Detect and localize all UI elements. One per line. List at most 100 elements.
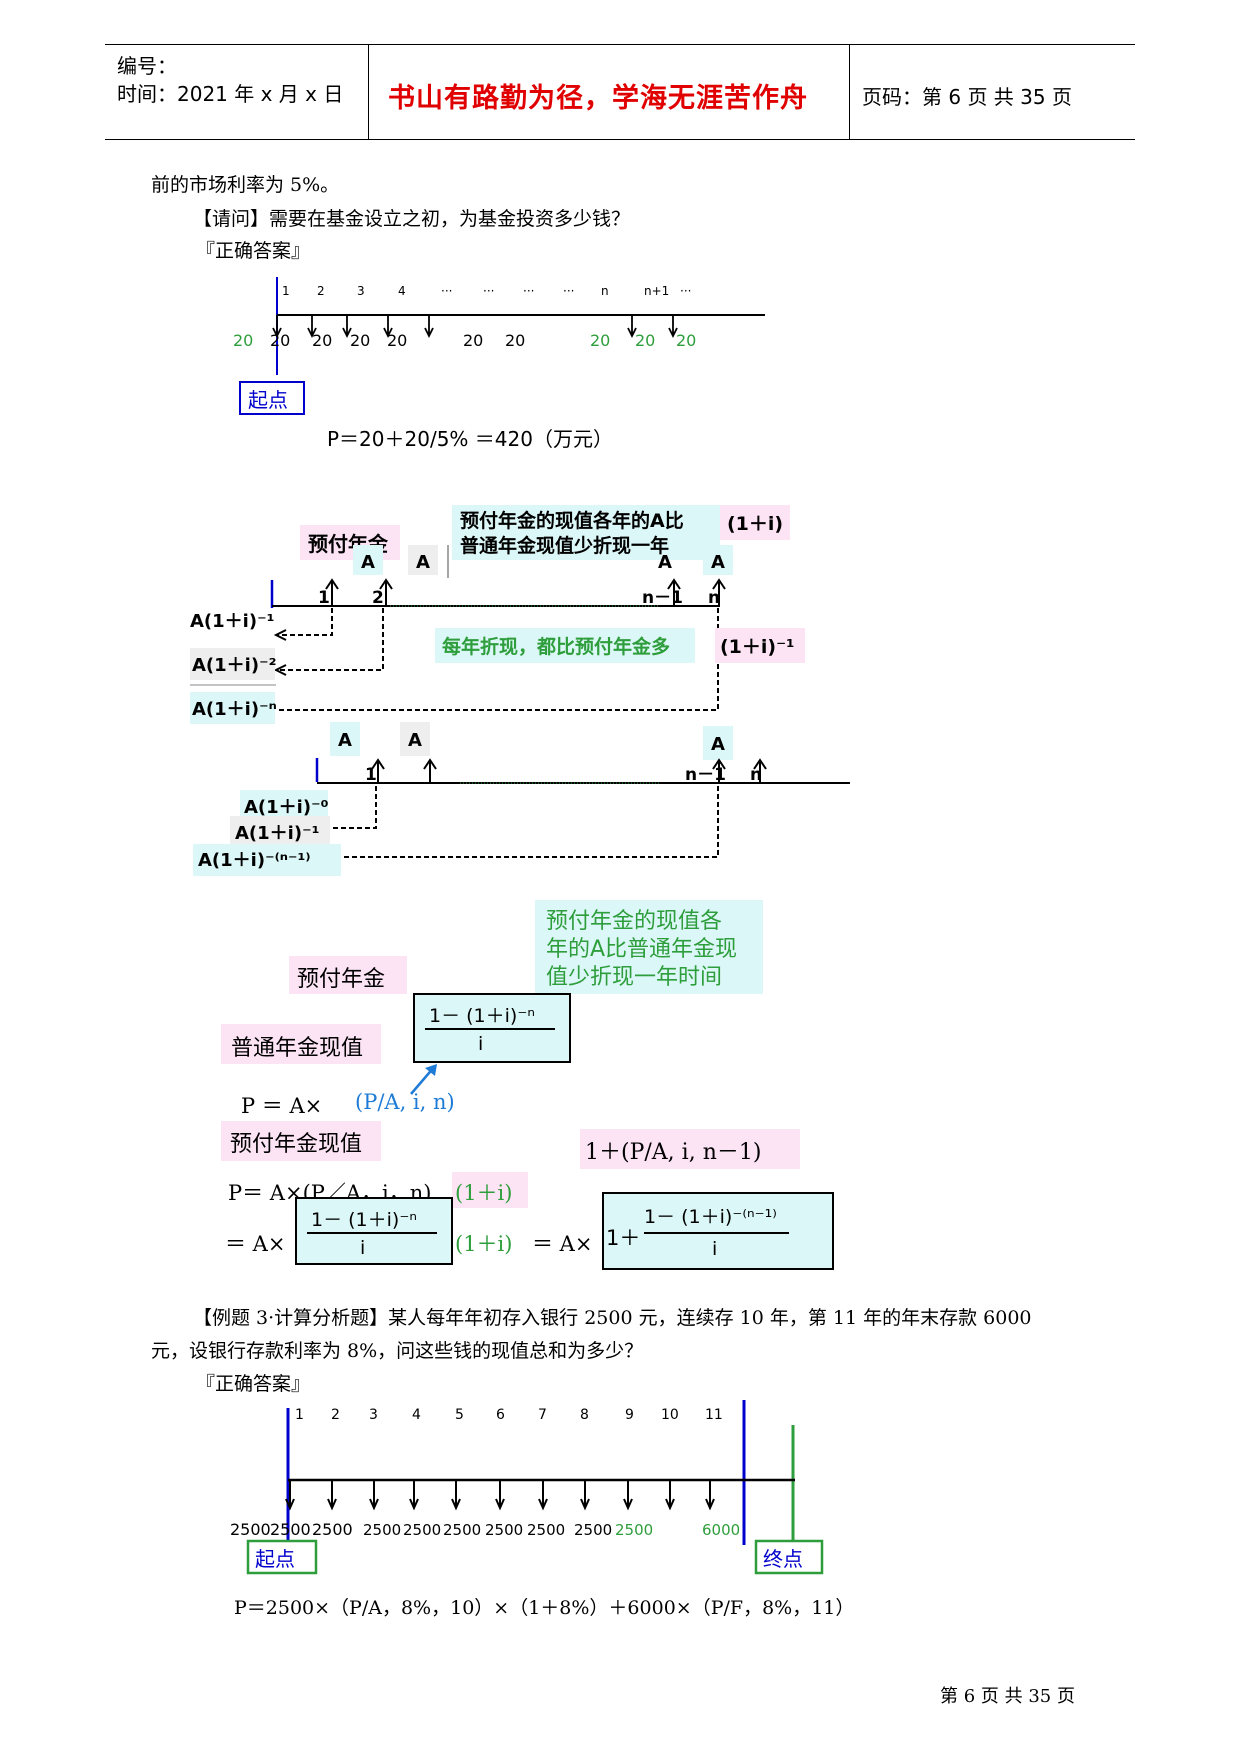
d1-amount-label: 20 (505, 331, 525, 350)
d4-amount-label: 2500 (527, 1521, 565, 1539)
d3-frac2-den: i (360, 1237, 366, 1259)
d4-down-arrow (285, 1480, 295, 1511)
d2-tick-2: 2 (372, 588, 384, 608)
d2-bottom-box-3 (193, 844, 341, 876)
d4-period-label: 5 (455, 1407, 464, 1423)
d2-btick-3: n (750, 765, 762, 785)
d2-arrow-head-1 (273, 629, 287, 641)
d1-down-arrow (307, 315, 317, 339)
d1-amount-label: 20 (676, 331, 696, 350)
d4-period-label: 4 (412, 1407, 421, 1423)
d2-up-arrow-4 (712, 578, 726, 606)
d3-formula-line2-factor: (1＋i) (455, 1232, 513, 1256)
d1-period-label: ··· (680, 284, 691, 298)
d3-note-box (535, 900, 763, 994)
d1-down-arrow (272, 315, 282, 339)
d2-arrow-head-2 (273, 664, 287, 676)
d1-down-arrow (627, 315, 637, 339)
d2-tick-3: n－1 (642, 588, 683, 608)
d4-amount-label: 2500 (615, 1521, 653, 1539)
d2-up-arrow-3 (667, 578, 681, 606)
d3-factor-box-1 (452, 1172, 528, 1208)
d4-down-arrow (495, 1480, 505, 1511)
d2-left-box-2 (190, 648, 275, 680)
d1-period-label: n+1 (644, 284, 669, 298)
d2-dash-b2 (340, 786, 719, 858)
d1-down-arrow (668, 315, 678, 339)
header-page: 页码：第 6 页 共 35 页 (862, 85, 1072, 109)
d4-end-box (754, 1539, 824, 1575)
d4-down-arrow (327, 1480, 337, 1511)
d2-up-arrow-b3 (712, 758, 726, 783)
d2-a-3: A (658, 552, 672, 573)
header-divider-2 (849, 44, 850, 140)
d3-frac2-line (307, 1232, 437, 1234)
d2-a-2: A (416, 552, 430, 573)
d3-formula-line2-eq: ＝ A× (532, 1232, 593, 1256)
d1-period-label: ··· (483, 284, 494, 298)
d3-fraction-box: 1－ (1＋i)⁻ⁿ i (413, 993, 571, 1063)
footer-page: 第 6 页 共 35 页 (940, 1686, 1075, 1707)
d2-up-arrow-1 (325, 578, 339, 606)
d3-ordinary-box (221, 1024, 381, 1064)
header: 编号： 时间：2021 年 x 月 x 日 书山有路勤为径，学海无涯苦作舟 页码… (105, 44, 1135, 140)
d1-down-arrow (383, 315, 393, 339)
d1-period-label: ··· (441, 284, 452, 298)
d1-period-label: 1 (282, 284, 290, 298)
d1-amount-label: 20 (590, 331, 610, 350)
d2-bottom-label-1: A(1＋i)⁻⁰ (244, 797, 329, 818)
d2-left-label-1: A(1＋i)⁻¹ (190, 611, 274, 632)
d1-down-arrow (424, 315, 434, 339)
d3-frac3-line (644, 1232, 789, 1234)
d1-period-label: 3 (357, 284, 365, 298)
d2-bottom-label-2: A(1＋i)⁻¹ (235, 823, 319, 844)
d4-amount-label: 2500 (270, 1520, 311, 1539)
d2-left-label-2: A(1＋i)⁻² (192, 655, 276, 676)
d1-period-label: 4 (398, 284, 406, 298)
d1-period-label: ··· (523, 284, 534, 298)
d2-prepaid-box (300, 525, 400, 560)
d4-down-arrow (409, 1480, 419, 1511)
d4-amount-label: 2500 (485, 1521, 523, 1539)
d2-up-arrow-b1 (371, 758, 385, 783)
d2-left-box-3 (190, 692, 275, 724)
d4-amount-label: 2500 (403, 1521, 441, 1539)
d3-pointer-arrow (410, 1064, 437, 1095)
d3-prepaid-box (289, 956, 407, 994)
d3-frac-den: i (478, 1033, 484, 1055)
d1-start-box (239, 381, 305, 415)
d4-down-arrow (538, 1480, 548, 1511)
d2-mid-factor: (1＋i)⁻¹ (720, 636, 794, 658)
d2-a-box-4 (703, 545, 733, 575)
d1-period-label: n (601, 284, 609, 298)
d2-bottom-box-2 (230, 816, 330, 848)
d3-formula-line2-one: 1＋ (606, 1226, 641, 1250)
d1-amount-label: 20 (350, 331, 370, 350)
d4-amount-label: 2500 (363, 1521, 401, 1539)
d2-dash-2 (278, 608, 384, 671)
d1-amount-label: 20 (233, 331, 253, 350)
header-top-rule (105, 44, 1135, 45)
d4-period-label: 8 (580, 1407, 589, 1423)
d1-amount-label: 20 (635, 331, 655, 350)
d3-formula-line2-start: ＝ A× (225, 1232, 286, 1256)
d1-amount-label: 20 (270, 331, 290, 350)
d2-dash-b1 (330, 786, 377, 829)
d3-prepaid-label: 预付年金 (297, 967, 386, 992)
header-divider-1 (368, 44, 369, 140)
text-line1: 前的市场利率为 5%。 (151, 174, 340, 196)
d4-down-arrow (623, 1480, 633, 1511)
d4-start-label: 起点 (255, 1547, 295, 1571)
d3-frac3-den: i (712, 1238, 718, 1260)
d3-note-3: 值少折现一年时间 (546, 965, 723, 990)
d2-btick-1: 1 (365, 765, 377, 785)
d4-period-label: 2 (331, 1407, 340, 1423)
d1-amount-label: 20 (463, 331, 483, 350)
d4-down-arrow (705, 1480, 715, 1511)
d4-start-box (246, 1539, 318, 1575)
example3-line1: 【例题 3·计算分析题】某人每年年初存入银行 2500 元，连续存 10 年，第… (193, 1307, 1032, 1329)
example3-line2: 元，设银行存款利率为 8%，问这些钱的现值总和为多少？ (151, 1340, 644, 1362)
d3-frac-line (425, 1028, 555, 1030)
question-text: 【请问】需要在基金设立之初，为基金投资多少钱？ (193, 208, 631, 230)
